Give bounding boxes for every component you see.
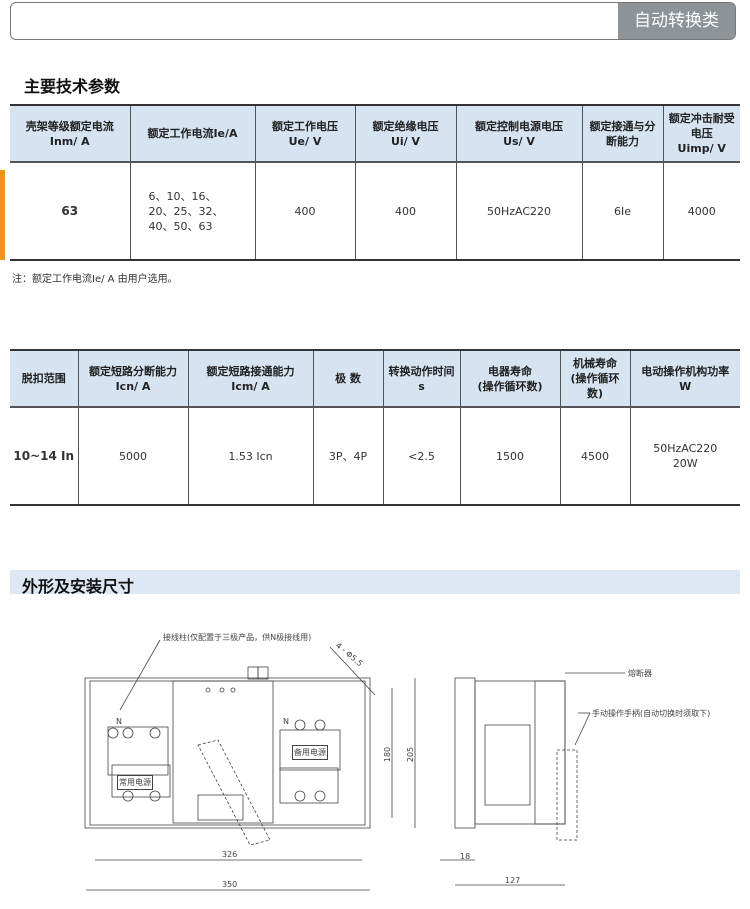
cell-control-voltage: 50HzAC220 [455, 162, 582, 260]
header-bar: 自动转换类 [10, 2, 736, 40]
label-terminal: 接线柱(仅配置于三极产品，供N极接线用) [163, 633, 312, 642]
label-normal-power: 常用电源 [117, 775, 153, 790]
cell-poles: 3P、4P [312, 407, 383, 505]
label-fuse: 熔断器 [628, 669, 652, 678]
label-n-right: N [283, 717, 289, 726]
cell-making-capacity: 1.53 Icn [187, 407, 313, 505]
dim-127: 127 [505, 876, 521, 885]
th-rated-current: 额定工作电流Ie/A [129, 105, 255, 162]
dim-18: 18 [460, 852, 471, 861]
cell-trip-range: 10~14 In [13, 448, 75, 463]
unit-uimp: Uimp/ V [677, 142, 726, 155]
unit-icm: Icm/ A [231, 379, 270, 393]
cell-rated-voltage: 400 [254, 162, 355, 260]
category-label: 自动转换类 [618, 3, 735, 39]
unit-ui: Ui/ V [390, 134, 421, 148]
dimension-lines [86, 678, 565, 891]
unit-icn: Icn/ A [115, 379, 151, 393]
section-title-dimensions: 外形及安装尺寸 [22, 577, 135, 596]
label-standby-power: 备用电源 [292, 745, 328, 760]
unit-us: Us/ V [503, 134, 535, 148]
table-note: 注：额定工作电流Ie/ A 由用户选用。 [12, 274, 178, 285]
cell-impulse-voltage: 4000 [662, 162, 740, 260]
th-trip-range: 脱扣范围 [10, 350, 78, 407]
label-n-left: N [116, 717, 122, 726]
section-title-params: 主要技术参数 [24, 77, 121, 96]
unit-ue: Ue/ V [288, 134, 322, 148]
cell-breaking-capacity: 5000 [77, 407, 188, 505]
cell-insulation-voltage: 400 [354, 162, 456, 260]
side-accent [0, 170, 5, 260]
cell-electrical-life: 1500 [459, 407, 560, 505]
cell-mechanical-life: 4500 [559, 407, 630, 505]
dim-205: 205 [406, 746, 416, 763]
cell-frame-current: 63 [61, 203, 79, 218]
front-view [84, 639, 376, 846]
th-mechanical-life: 机械寿命(操作循环数) [559, 350, 630, 407]
cell-transfer-time: <2.5 [382, 407, 460, 505]
dim-350: 350 [222, 880, 238, 889]
label-handle: 手动操作手柄(自动切换时须取下) [592, 709, 711, 718]
section-band-dimensions: 外形及安装尺寸 [10, 570, 740, 596]
cell-rated-current: 6、10、16、20、25、32、40、50、63 [129, 162, 255, 260]
th-electrical-life: 电器寿命(操作循环数) [459, 350, 560, 407]
cell-making-breaking: 6Ie [581, 162, 663, 260]
side-view [454, 672, 625, 841]
unit-inm: Inm/ A [49, 134, 90, 148]
th-poles: 极 数 [312, 350, 383, 407]
th-making-breaking: 额定接通与分断能力 [581, 105, 663, 162]
dim-180: 180 [383, 746, 393, 763]
dim-326: 326 [222, 850, 238, 859]
